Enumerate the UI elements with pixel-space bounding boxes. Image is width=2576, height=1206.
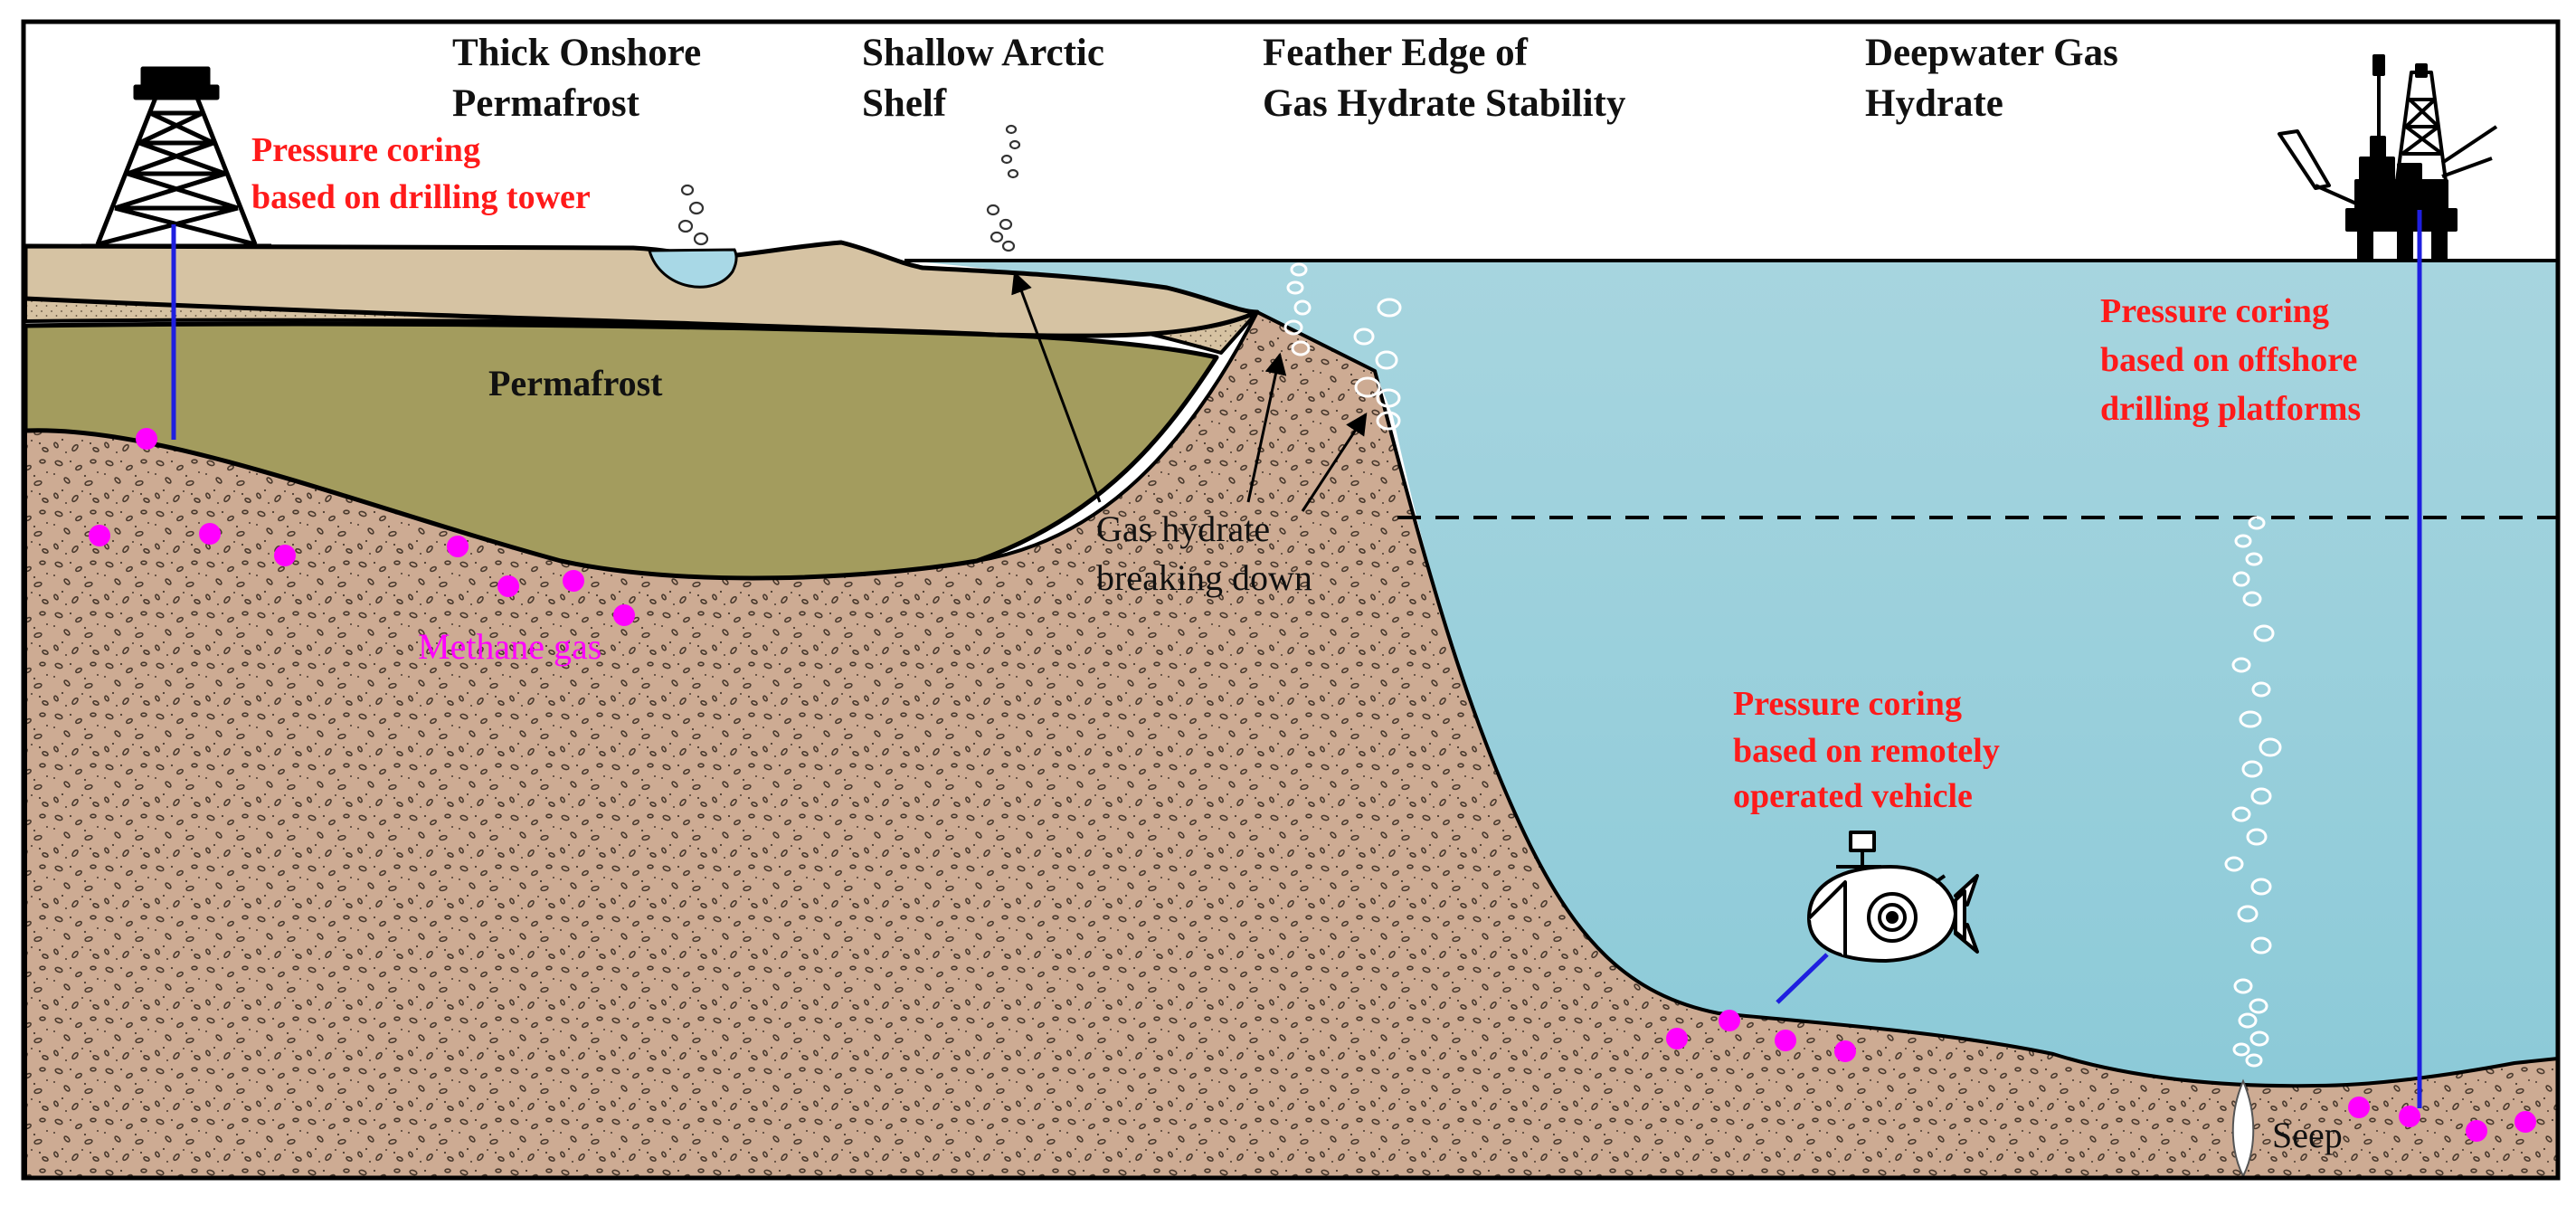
- methane-gas-label: Methane gas: [418, 626, 601, 667]
- hydrate-arrows: [1011, 271, 1368, 512]
- heading-shelf-line2: Shelf: [862, 82, 947, 125]
- permafrost-layer: [23, 321, 1219, 581]
- arrow-to-shelf: [1011, 271, 1102, 503]
- land-surface: [23, 240, 1260, 338]
- breaking-label-line2: breaking down: [1096, 557, 1312, 598]
- heading-onshore-line1: Thick Onshore: [452, 32, 701, 74]
- seep-label: Seep: [2272, 1115, 2343, 1155]
- platform-method-line1: Pressure coring: [2100, 292, 2329, 330]
- rov-method-line3: operated vehicle: [1733, 777, 1973, 815]
- pond: [648, 248, 738, 289]
- heading-deepwater-line1: Deepwater Gas: [1865, 32, 2118, 74]
- offshore-platform-icon: [2278, 54, 2498, 262]
- slope-bubbles: [1283, 262, 1402, 431]
- rov-method-line1: Pressure coring: [1733, 685, 1962, 723]
- arrow-to-slope-lower: [1301, 412, 1368, 512]
- shelf-bubbles: [986, 124, 1021, 252]
- arrow-to-slope-upper: [1246, 352, 1287, 503]
- heading-shelf-line1: Shallow Arctic: [862, 32, 1104, 74]
- methane-gas-dots: [89, 428, 2536, 1142]
- rov-drill-pipe: [1776, 953, 1829, 1004]
- rov-vehicle-icon: [1807, 831, 1979, 963]
- platform-method-line3: drilling platforms: [2100, 390, 2361, 428]
- heading-feather-line1: Feather Edge of: [1263, 32, 1529, 74]
- heading-deepwater-line2: Hydrate: [1865, 82, 2003, 125]
- breaking-label-line1: Gas hydrate: [1096, 508, 1270, 549]
- permafrost-label: Permafrost: [488, 363, 663, 404]
- tower-method-line2: based on drilling tower: [251, 178, 591, 216]
- heading-onshore-line2: Permafrost: [452, 82, 640, 125]
- rov-method-line2: based on remotely: [1733, 732, 2000, 770]
- seawater: [904, 261, 2558, 1087]
- seep-bubbles: [2224, 516, 2282, 1068]
- heading-feather-line2: Gas Hydrate Stability: [1263, 82, 1626, 125]
- platform-method-line2: based on offshore: [2100, 341, 2357, 379]
- diagram-frame: [21, 19, 2561, 1181]
- pond-bubbles: [677, 184, 709, 246]
- tower-method-line1: Pressure coring: [251, 131, 480, 169]
- drilling-tower-icon: [81, 66, 271, 249]
